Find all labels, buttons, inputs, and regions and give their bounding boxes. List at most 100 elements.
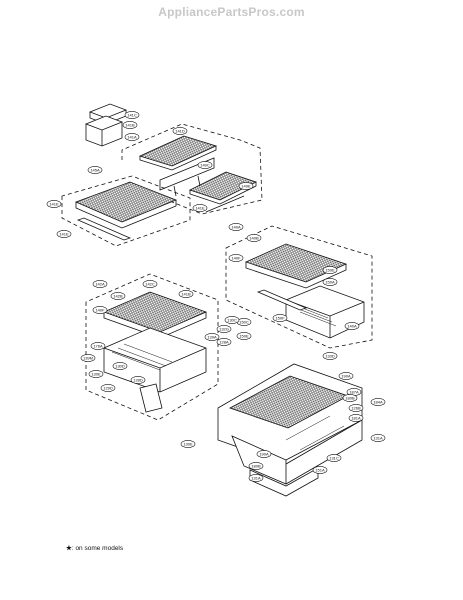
callout: 141E (46, 200, 62, 208)
middle-shelf-crisper-group (85, 273, 219, 421)
callout-bubble (228, 223, 244, 231)
callout-bubble (90, 342, 106, 350)
callout-bubble (326, 454, 342, 462)
callout-bubble (124, 111, 140, 119)
callout: 150A (322, 278, 338, 286)
callout: 133D (322, 352, 338, 360)
callout-label: 130E (183, 441, 193, 446)
callout-bubble (216, 325, 232, 333)
callout-bubble (172, 127, 188, 135)
callout: 187A (346, 388, 362, 396)
callout: 132G (216, 325, 232, 333)
callout-label: 141E (195, 205, 205, 210)
callout-bubble (228, 254, 244, 262)
callout: 150E (322, 266, 338, 274)
callout: 131C (326, 454, 342, 462)
callout-label: 139A (207, 334, 217, 339)
callout-label: 131A (373, 435, 383, 440)
callout-label: 151A (315, 467, 325, 472)
callout-label: 140F (231, 255, 241, 260)
callout-label: 139M (83, 355, 93, 360)
callout: 150E (236, 332, 252, 340)
callout: 140F (92, 306, 108, 314)
callout-label: 150E (325, 267, 335, 272)
callout-bubble (100, 384, 116, 392)
callout-label: 141B (181, 291, 191, 296)
callout-label: 181A (351, 415, 361, 420)
callout: 130D (112, 362, 128, 370)
callout: 142C (142, 280, 158, 288)
lower-crisper-assembly (217, 363, 363, 497)
callout-label: 150A (325, 279, 335, 284)
callout-label: 142B (113, 293, 123, 298)
callout-label: 149C (200, 162, 210, 167)
right-shelf-bin-group (225, 225, 373, 349)
callout-label: 140F (95, 307, 105, 312)
callout-bubble (322, 266, 338, 274)
callout: 126B (348, 404, 364, 412)
callout-label: 141C (127, 112, 137, 117)
callout-label: 141E (49, 201, 59, 206)
callout: 180B (342, 394, 358, 402)
star-symbol: ★ (66, 545, 72, 552)
callout: 150C (236, 318, 252, 326)
callout-label: 142A (95, 281, 105, 286)
callout-bubble (88, 370, 104, 378)
callout-label: 190A (259, 451, 269, 456)
callout-label: 184A (373, 399, 383, 404)
callout: 151A (312, 466, 328, 474)
callout-label: 140B (249, 235, 259, 240)
callout-bubble (122, 121, 138, 129)
callout: 129D (100, 384, 116, 392)
callout-label: 190A (341, 373, 351, 378)
callout: 141B (122, 121, 138, 129)
callout: 130E (180, 440, 196, 448)
callout-bubble (124, 133, 140, 141)
callout: 139A (204, 333, 220, 341)
callout: 128D (130, 376, 146, 384)
callout-label: 126B (351, 405, 361, 410)
callout: 176A (90, 342, 106, 350)
callout-label: 141D (175, 128, 185, 133)
callout-label: 150F (275, 315, 285, 320)
callout-bubble (87, 166, 103, 174)
callout-bubble (256, 450, 272, 458)
callout: 145A (87, 166, 103, 174)
callout-bubble (110, 292, 126, 300)
callout: 130E (88, 370, 104, 378)
callout-bubble (216, 338, 232, 346)
callout-label: 140A (347, 323, 357, 328)
left-shelf-group (61, 175, 191, 247)
callout-bubble (178, 290, 194, 298)
callout-label: 132G (219, 326, 229, 331)
callout-label: 130C (227, 317, 237, 322)
callout-bubble (312, 466, 328, 474)
callout: 131A (370, 434, 386, 442)
callout-bubble (246, 234, 262, 242)
callout: 141B (178, 290, 194, 298)
callout: 141C (124, 111, 140, 119)
callout-bubble (56, 230, 72, 238)
small-bin-assembly (84, 103, 128, 147)
callout: 149E (238, 182, 254, 190)
callout: 142B (110, 292, 126, 300)
callout-bubble (112, 362, 128, 370)
callout: 184A (370, 398, 386, 406)
callout: 140A (344, 322, 360, 330)
callout-bubble (322, 352, 338, 360)
callout-label: 129D (103, 385, 113, 390)
callout: 131A (248, 474, 264, 482)
callout-label: 187A (349, 389, 359, 394)
callout: 140F (228, 254, 244, 262)
callout-bubble (348, 414, 364, 422)
callout-bubble (248, 474, 264, 482)
callout: 141A (124, 133, 140, 141)
callout-bubble (197, 161, 213, 169)
callout: 190A (256, 450, 272, 458)
callout-bubble (204, 333, 220, 341)
footnote-text: : on some models (71, 545, 124, 552)
watermark-text: AppliancePartsPros.com (158, 5, 305, 19)
callout: 140B (246, 234, 262, 242)
footnote: ★: on some models (66, 544, 123, 552)
callout-label: 141A (127, 134, 137, 139)
